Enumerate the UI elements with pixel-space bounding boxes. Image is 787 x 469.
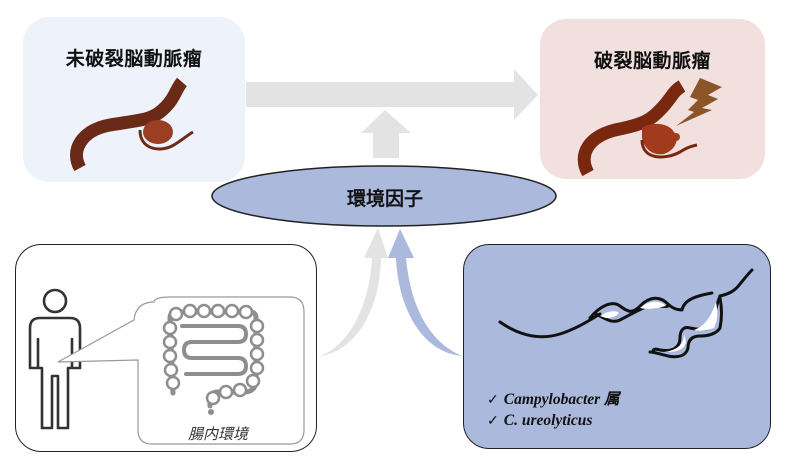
unruptured-aneurysm-panel: 未破裂脳動脈瘤 [23,17,245,182]
gut-environment-caption: 腸内環境 [187,425,248,443]
bacteria-box [463,244,771,449]
ruptured-aneurysm-title: 破裂脳動脈瘤 [593,50,711,72]
bacteria-name: Campylobacter 属 [503,391,620,408]
environmental-factor-label: 環境因子 [346,187,423,210]
check-icon: ✓ [487,414,499,429]
bacteria-list-item: ✓ C. ureolyticus [487,411,620,432]
bacteria-list-item: ✓ Campylobacter 属 [487,390,620,411]
check-icon: ✓ [487,393,499,408]
bacteria-list: ✓ Campylobacter 属 ✓ C. ureolyticus [487,390,620,432]
bacteria-name: C. ureolyticus [503,412,593,429]
unruptured-aneurysm-title: 未破裂脳動脈瘤 [65,48,203,70]
